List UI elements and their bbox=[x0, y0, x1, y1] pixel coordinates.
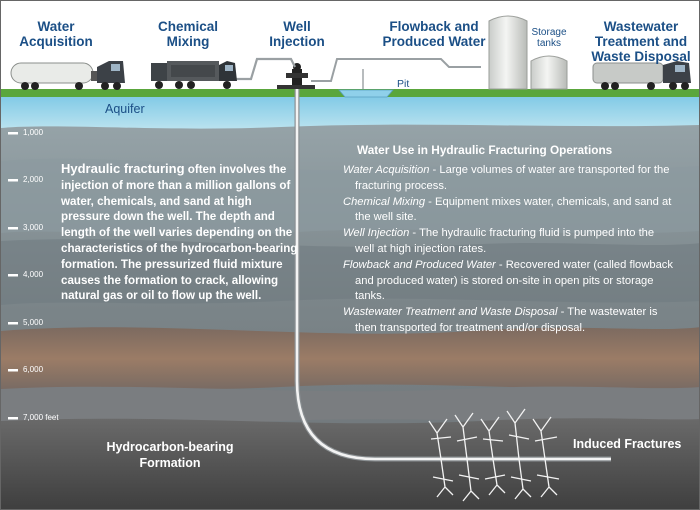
surface-pipe bbox=[219, 57, 296, 81]
water-use-item: Wastewater Treatment and Waste Disposal … bbox=[343, 306, 658, 334]
stage-wastewater-treatment: Wastewater Treatment and Waste Disposal bbox=[591, 19, 691, 64]
pit-label: Pit bbox=[397, 78, 410, 90]
water-use-item: Chemical Mixing - Equipment mixes water,… bbox=[343, 195, 672, 224]
brown-layer bbox=[1, 327, 699, 391]
water-use-item: Well Injection - The hydraulic fracturin… bbox=[343, 227, 655, 255]
pit bbox=[338, 89, 394, 98]
storage-tanks-label: Storage tanks bbox=[531, 27, 567, 49]
water-use-list: Water Acquisition - Large volumes of wat… bbox=[343, 163, 673, 337]
wastewater-truck bbox=[592, 61, 691, 90]
flowback-pipe bbox=[311, 58, 481, 82]
depth-label: 3,000 bbox=[23, 223, 44, 232]
aquifer-layer bbox=[1, 95, 699, 129]
aquifer-label: Aquifer bbox=[105, 102, 145, 116]
water-use-item: Flowback and Produced Water - Recovered … bbox=[343, 258, 673, 303]
depth-label: 1,000 bbox=[23, 128, 44, 137]
depth-label: 2,000 bbox=[23, 175, 44, 184]
formation-label: Hydrocarbon-bearing Formation bbox=[106, 440, 234, 470]
depth-label: 7,000 feet bbox=[23, 413, 59, 422]
depth-label: 5,000 bbox=[23, 318, 44, 327]
water-use-item: Water Acquisition - Large volumes of wat… bbox=[343, 164, 670, 192]
depth-ticks bbox=[8, 132, 18, 420]
induced-fractures-graphic bbox=[428, 408, 560, 502]
hydrocarbon-formation bbox=[1, 418, 699, 509]
stage-chemical-mixing: Chemical Mixing bbox=[157, 19, 219, 49]
water-use-title: Water Use in Hydraulic Fracturing Operat… bbox=[357, 143, 613, 157]
storage-tanks bbox=[488, 15, 568, 90]
stage-water-acquisition: Water Acquisition bbox=[19, 19, 93, 49]
depth-label: 6,000 bbox=[23, 365, 44, 374]
stage-flowback-produced-water: Flowback and Produced Water bbox=[382, 19, 486, 49]
stage-well-injection: Well Injection bbox=[269, 19, 325, 49]
intro-paragraph: Hydraulic fracturing often involves the … bbox=[61, 161, 298, 303]
water-truck bbox=[10, 61, 125, 90]
wellhead bbox=[277, 63, 315, 89]
mixing-truck bbox=[151, 61, 237, 89]
depth-label: 4,000 bbox=[23, 270, 44, 279]
induced-fractures-label: Induced Fractures bbox=[573, 437, 682, 451]
